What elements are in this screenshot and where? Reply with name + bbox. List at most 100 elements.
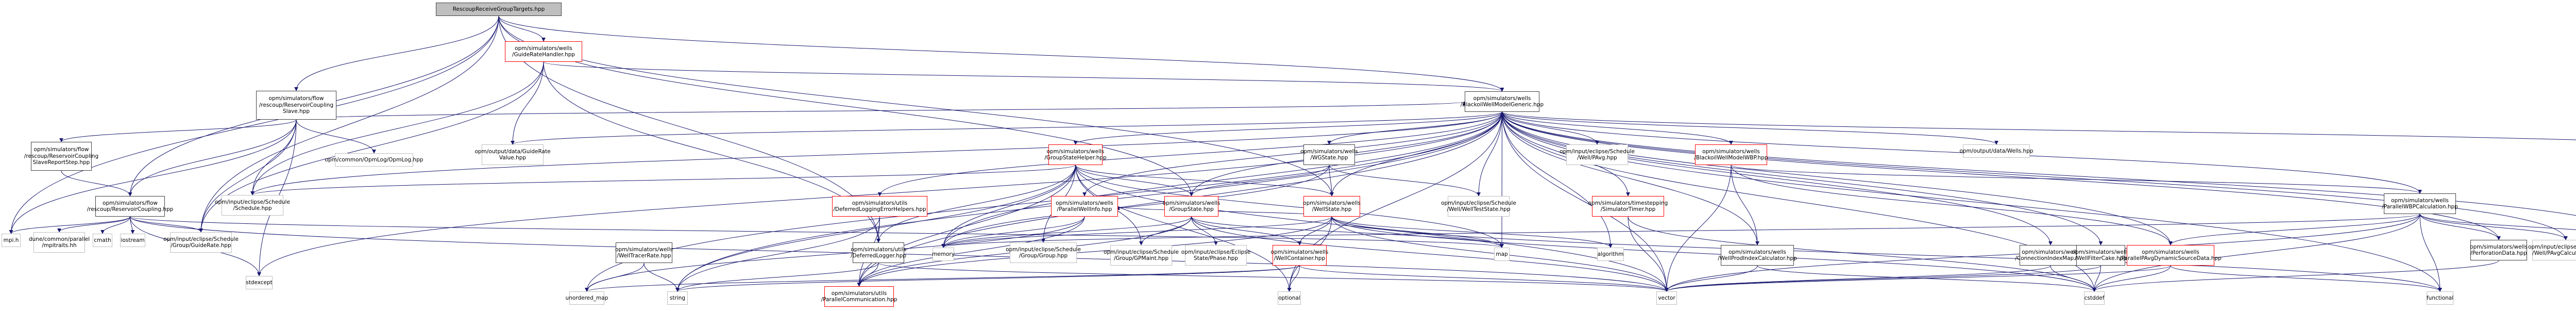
- edge-rc-to-map: [130, 216, 1504, 248]
- edge-cim-to-cstddef: [2050, 265, 2096, 292]
- graph-node-grh[interactable]: opm/simulators/wells /GuideRateHandler.h…: [505, 41, 582, 62]
- edge-gsh-to-dlogger: [876, 165, 1076, 243]
- edge-root-to-guiderate: [199, 15, 499, 233]
- edge-wgstate-to-groupstate: [1189, 165, 1330, 197]
- graph-node-root[interactable]: RescoupReceiveGroupTargets.hpp: [436, 3, 562, 16]
- graph-node-pcomm[interactable]: opm/simulators/utils /ParallelCommunicat…: [821, 286, 897, 307]
- graph-node-pwbp[interactable]: opm/simulators/wells /ParallelWBPCalcula…: [2382, 193, 2458, 214]
- graph-node-bwmg[interactable]: opm/simulators/wells /BlackoilWellModelG…: [1461, 91, 1544, 112]
- edge-bwmg-to-schedule: [250, 111, 1502, 195]
- graph-node-dlogger[interactable]: opm/simulators/utils /DeferredLogger.hpp: [851, 242, 906, 263]
- edge-bwmg-to-pavg: [1502, 111, 1599, 145]
- graph-node-phase: opm/input/eclipse/Eclipse State/Phase.hp…: [1181, 245, 1250, 266]
- graph-node-group: opm/input/eclipse/Schedule /Group/Group.…: [1006, 242, 1081, 263]
- graph-node-wdata: opm/output/data/Wells.hpp: [1959, 144, 2033, 158]
- graph-node-guiderate: opm/input/eclipse/Schedule /Group/GuideR…: [163, 232, 239, 253]
- edge-groupstate-to-phase: [1191, 216, 1218, 245]
- edge-rc-to-mpitraits: [57, 216, 130, 233]
- graph-node-groupstate[interactable]: opm/simulators/wells /GroupState.hpp: [1163, 196, 1220, 217]
- graph-node-rc[interactable]: opm/simulators/flow /rescoup/ReservoirCo…: [87, 196, 173, 217]
- edge-rc-to-guiderate: [130, 216, 203, 233]
- graph-node-wfrmode[interactable]: opm/simulators/wells /WellTracerRate.hpp: [615, 242, 673, 263]
- graph-node-wpic[interactable]: opm/simulators/wells /WellProdIndexCalcu…: [1718, 245, 1797, 266]
- edge-gsh-to-optional: [1075, 165, 1292, 292]
- edge-root-to-groupstate: [498, 15, 1194, 197]
- graph-node-ppavg[interactable]: opm/simulators/wells /ParallelPAvgDynami…: [2120, 245, 2222, 266]
- graph-node-slavestep[interactable]: opm/simulators/flow /rescoup/ReservoirCo…: [24, 142, 98, 171]
- edge-bwmg-to-wtstate: [1477, 111, 1502, 197]
- edge-root-to-bwmg: [498, 15, 1504, 92]
- edge-wellstate-to-map: [1331, 216, 1504, 248]
- graph-node-schedule: opm/input/eclipse/Schedule /Schedule.hpp: [215, 195, 290, 216]
- graph-node-bwmwbp[interactable]: opm/simulators/wells /BlackoilWellModelW…: [1694, 144, 1768, 165]
- graph-node-mpih: mpi.h: [2, 234, 21, 247]
- graph-node-wcontainer[interactable]: opm/simulators/wells /WellContainer.hpp: [1271, 245, 1328, 266]
- graph-node-wfc[interactable]: opm/simulators/wells /WellFilterCake.hpp: [2072, 245, 2129, 266]
- edge-wellstate-to-pcomm: [857, 216, 1332, 287]
- edge-wcontainer-to-optional: [1287, 265, 1300, 292]
- edge-rc-to-mpih: [9, 216, 130, 234]
- edge-bwmg-to-perf: [1502, 111, 2501, 240]
- edge-bwmg-to-bwmwbp: [1502, 111, 1733, 145]
- edge-root-to-slave: [294, 15, 499, 91]
- edge-wfrmode-to-unordered_map: [585, 263, 645, 292]
- edge-slave-to-rc: [128, 119, 297, 197]
- edge-bwmg-to-dleh: [877, 111, 1502, 197]
- edge-pwbp-to-perf: [2419, 214, 2501, 240]
- edge-pwi-to-memory: [941, 216, 1085, 248]
- edge-bwmg-to-wfc: [1502, 111, 2103, 245]
- graph-node-string: string: [667, 291, 688, 305]
- graph-node-wgstate[interactable]: opm/simulators/wells /WGState.hpp: [1300, 144, 1358, 165]
- graph-node-slave[interactable]: opm/simulators/flow /rescoup/ReservoirCo…: [256, 91, 336, 120]
- graph-node-simtimer[interactable]: opm/simulators/timestepping /SimulatorTi…: [1588, 196, 1668, 217]
- edge-gsh-to-map: [1075, 165, 1504, 248]
- edge-grh-to-guiderate: [199, 61, 544, 233]
- edge-wellstate-to-pwi: [1116, 206, 1332, 217]
- edge-root-to-mpih: [9, 15, 499, 234]
- edge-wellstate-to-wcontainer: [1297, 216, 1332, 245]
- graph-node-mpitraits: dune/common/parallel /mpitraits.hh: [29, 232, 90, 253]
- graph-node-optional: optional: [1278, 291, 1301, 305]
- edge-pwbp-to-cstddef: [2092, 214, 2420, 292]
- graph-node-cim[interactable]: opm/simulators/wells /ConnectionIndexMap…: [2015, 245, 2086, 266]
- edge-wpic-to-vector: [1665, 265, 1758, 292]
- edge-bwmg-to-pwi: [1082, 111, 1502, 197]
- edge-wellstate-to-functional: [1331, 216, 2442, 292]
- edge-bwmg-to-functional: [1502, 111, 2442, 292]
- edge-grh-to-grvalue: [511, 61, 544, 145]
- edge-gsh-to-groupstate: [1075, 165, 1194, 197]
- graph-node-map: map: [1494, 248, 1510, 261]
- edge-groupstate-to-wcontainer: [1191, 216, 1302, 245]
- edge-grh-to-dlogger: [543, 61, 880, 243]
- edge-wellstate-to-memory: [941, 216, 1332, 248]
- edge-ppavg-to-vector: [1665, 265, 2171, 292]
- graph-node-pwi[interactable]: opm/simulators/wells /ParallelWellInfo.h…: [1051, 196, 1118, 217]
- edge-bwmg-to-gsh: [1073, 111, 1502, 145]
- edge-wfrmode-to-string: [643, 263, 680, 292]
- edge-bwmwbp-to-wpic: [1731, 165, 1759, 245]
- edge-bwmwbp-to-pwbp: [1731, 165, 2422, 194]
- edge-bwmg-to-unordered_set: [1502, 111, 2576, 140]
- graph-node-unordered_map: unordered_map: [566, 291, 608, 305]
- graph-node-pavg: opm/input/eclipse/Schedule /Well/PAvg.hp…: [1560, 144, 1635, 165]
- graph-node-wellstate[interactable]: opm/simulators/wells /WellState.hpp: [1303, 196, 1361, 217]
- graph-node-gsh[interactable]: opm/simulators/wells /GroupStateHelper.h…: [1044, 144, 1107, 165]
- graph-node-functional: functional: [2427, 291, 2453, 305]
- edge-groupstate-to-memory: [941, 216, 1192, 248]
- edge-bwmg-to-grvalue: [511, 111, 1502, 145]
- graph-node-dleh[interactable]: opm/simulators/utils /DeferredLoggingErr…: [832, 196, 927, 217]
- edge-wgstate-to-wtstate: [1329, 165, 1481, 197]
- graph-node-perf[interactable]: opm/simulators/wells /PerforationData.hp…: [2470, 240, 2528, 260]
- edge-pwbp-to-ppavg: [2168, 214, 2420, 245]
- edge-pwbp-to-functional: [2419, 214, 2442, 292]
- graph-node-stdexcept: stdexcept: [246, 276, 273, 289]
- edge-pwbp-to-memory: [941, 214, 2420, 248]
- edge-wcontainer-to-vector: [1299, 265, 1669, 292]
- edge-bwmg-to-simtimer: [1502, 111, 1630, 197]
- edge-root-to-grh: [498, 15, 546, 42]
- edge-bwmg-to-cim: [1502, 111, 2053, 245]
- edge-slave-to-schedule: [250, 119, 297, 195]
- edge-bwmg-to-wpic: [1502, 111, 1759, 245]
- edge-gsh-to-schedule: [250, 165, 1076, 195]
- edge-wellstate-to-algorithm: [1331, 216, 1613, 248]
